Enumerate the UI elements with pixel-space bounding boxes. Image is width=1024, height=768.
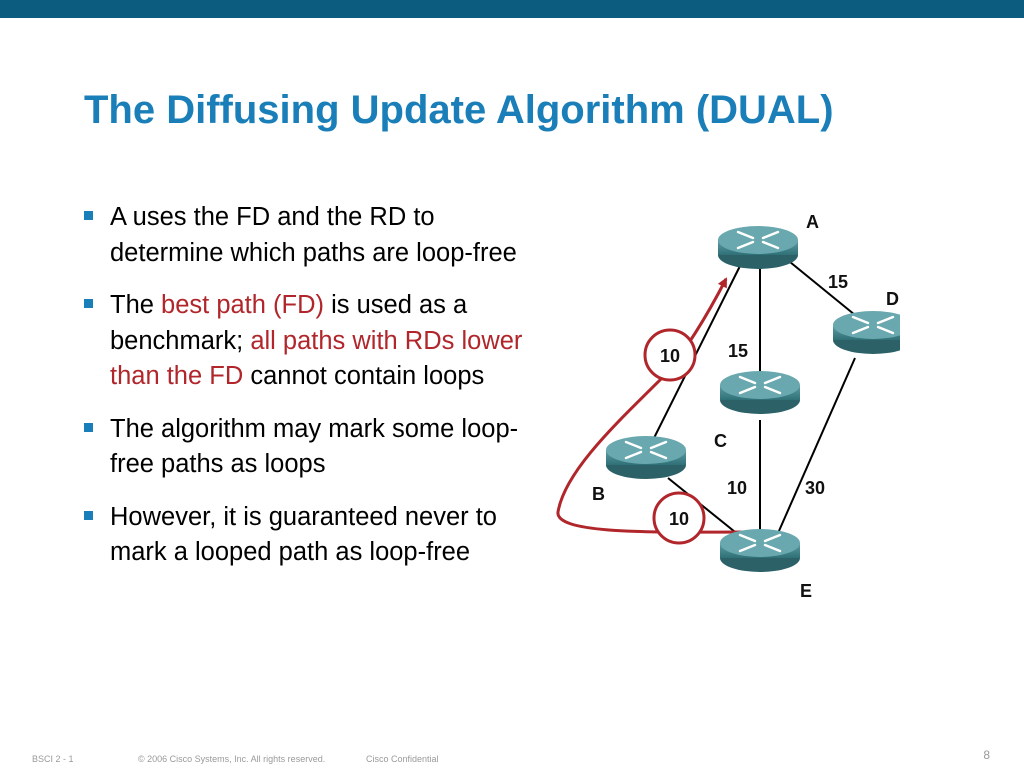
- bullet-item: A uses the FD and the RD to determine wh…: [84, 200, 544, 271]
- link-a-d-metric: 15: [828, 272, 848, 292]
- highlighted-text: best path (FD): [161, 291, 325, 319]
- bullet-text-segment: The algorithm may mark some loop-free pa…: [110, 414, 519, 479]
- circled-metric-b-a: 10: [660, 346, 680, 366]
- router-a-icon: [718, 226, 798, 269]
- bullet-text-segment: The: [110, 291, 162, 319]
- bullet-square-icon: [84, 510, 93, 520]
- network-diagram: A D C B E 15 15 10 30 10 10: [556, 212, 900, 601]
- circled-metric-b-e: 10: [669, 509, 689, 529]
- router-e-icon: [720, 529, 800, 572]
- router-b-label: B: [592, 484, 605, 504]
- bullet-square-icon: [84, 299, 93, 308]
- bullet-square-icon: [84, 422, 93, 432]
- bullet-text-segment: However, it is guaranteed never to mark …: [110, 502, 497, 567]
- circled-metric-ring: [643, 328, 697, 382]
- page-number: 8: [983, 748, 990, 762]
- path-arrow: [556, 277, 745, 534]
- bullet-item: The best path (FD) is used as a benchmar…: [84, 288, 544, 395]
- router-c-label: C: [714, 431, 727, 451]
- link-c-e-metric: 10: [727, 478, 747, 498]
- router-d-icon: [833, 311, 900, 354]
- bullet-text-segment: is used as a benchmark;: [110, 291, 468, 355]
- footer-copyright: © 2006 Cisco Systems, Inc. All rights re…: [138, 754, 326, 764]
- router-e-label: E: [800, 581, 812, 601]
- highlighted-text: all paths with RDs lower than the FD: [110, 326, 523, 391]
- slide-title: The Diffusing Update Algorithm (DUAL): [84, 88, 834, 132]
- router-b-icon: [606, 436, 686, 479]
- bullet-item: The algorithm may mark some loop-free pa…: [84, 412, 544, 483]
- link-a-d: [789, 261, 856, 316]
- bullet-square-icon: [84, 211, 93, 220]
- link-a-c-metric: 15: [728, 341, 748, 361]
- footer-course: BSCI 2 - 1: [32, 754, 74, 764]
- link-d-e: [774, 357, 856, 541]
- bullet-text-segment: A uses the FD and the RD to determine wh…: [110, 203, 517, 267]
- link-d-e-metric: 30: [805, 478, 825, 498]
- bullet-item: However, it is guaranteed never to mark …: [84, 500, 544, 571]
- top-bar: [0, 0, 1024, 18]
- link-b-e: [667, 477, 746, 541]
- router-c-icon: [720, 371, 800, 414]
- circled-metric-ring: [652, 491, 706, 545]
- router-d-label: D: [886, 289, 899, 309]
- bullet-text-segment: cannot contain loops: [243, 362, 485, 390]
- footer-confidential: Cisco Confidential: [366, 754, 439, 764]
- bullet-list: A uses the FD and the RD to determine wh…: [84, 200, 544, 588]
- router-a-label: A: [806, 212, 819, 232]
